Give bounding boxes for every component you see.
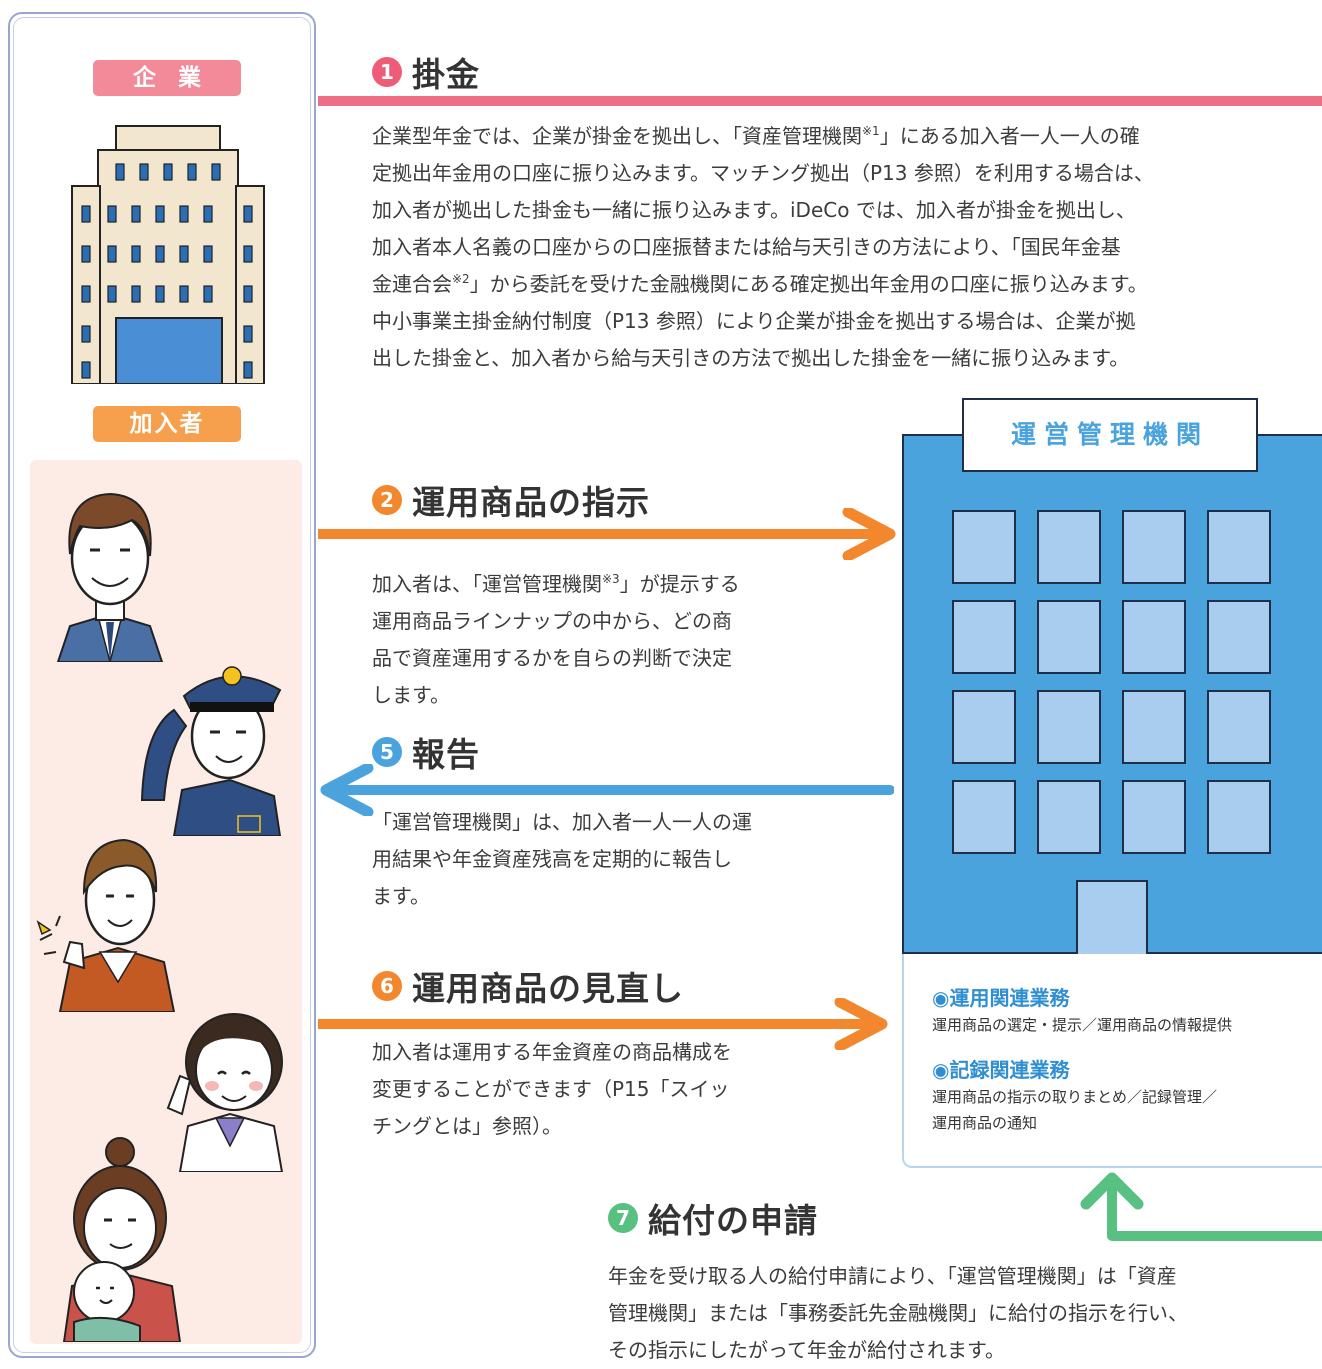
businessman-icon — [56, 492, 164, 662]
section-6-line: 加入者は運用する年金資産の商品構成を — [372, 1040, 732, 1064]
section-6-line: チングとは」参照）。 — [372, 1114, 562, 1138]
section-2-number-icon: 2 — [372, 485, 402, 515]
operation-tasks-card — [902, 954, 1322, 1168]
section-5-title-text: 報告 — [412, 735, 480, 774]
section-5-line: ます。 — [372, 884, 430, 908]
section-5-title: 5 報告 — [372, 728, 480, 776]
section-1-divider — [318, 96, 1322, 106]
building-window — [1207, 510, 1271, 584]
section-1-line: 加入者が拠出した掛金も一緒に振り込みます。iDeCo では、加入者が掛金を拠出し… — [372, 198, 1136, 222]
section-7-line: 年金を受け取る人の給付申請により、「運営管理機関」は「資産 — [608, 1264, 1177, 1288]
building-window — [1207, 600, 1271, 674]
building-window — [1037, 690, 1101, 764]
building-window — [952, 690, 1016, 764]
section-2-line: 運用商品ラインナップの中から、どの商 — [372, 609, 732, 633]
building-window — [952, 600, 1016, 674]
building-window — [1037, 780, 1101, 854]
section-7-line: その指示にしたがって年金が給付されます。 — [608, 1338, 1005, 1362]
arrow-right-orange-icon — [318, 998, 888, 1050]
section-1-line: 企業型年金では、企業が掛金を拠出し、「資産管理機関※1」にある加入者一人一人の確 — [372, 124, 1140, 148]
section-2-line: します。 — [372, 683, 450, 707]
section-7-number-icon: 7 — [608, 1203, 638, 1233]
section-1-body: 企業型年金では、企業が掛金を拠出し、「資産管理機関※1」にある加入者一人一人の確… — [372, 118, 1322, 377]
section-1-line: 出した掛金と、加入者から給与天引きの方法で拠出した掛金を一緒に振り込みます。 — [372, 346, 1130, 370]
company-building-icon — [71, 125, 265, 384]
building-window — [1037, 600, 1101, 674]
mother-with-baby-icon — [62, 1137, 182, 1342]
section-1-title-text: 掛金 — [412, 55, 480, 94]
members-area — [30, 460, 302, 1344]
doctor-icon — [166, 1013, 284, 1172]
member-badge: 加入者 — [93, 406, 241, 442]
building-window — [1122, 780, 1186, 854]
building-window — [1122, 690, 1186, 764]
section-1-line: 定拠出年金用の口座に振り込みます。マッチング拠出（P13 参照）を利用する場合は… — [372, 161, 1154, 185]
building-window — [1037, 510, 1101, 584]
young-man-icon — [36, 838, 176, 1012]
section-7-title-text: 給付の申請 — [648, 1201, 818, 1240]
section-5-line: 「運営管理機関」は、加入者一人一人の運 — [372, 810, 752, 834]
building-window — [952, 780, 1016, 854]
section-2-line: 品で資産運用するかを自らの判断で決定 — [372, 646, 732, 670]
left-panel: 企業 加入者 — [8, 12, 316, 1358]
section-1-number-icon: 1 — [372, 57, 402, 87]
section-5-body: 「運営管理機関」は、加入者一人一人の運 用結果や年金資産残高を定期的に報告し ま… — [372, 804, 842, 915]
arrow-left-blue-icon — [320, 764, 894, 816]
task-2-title: ◉記録関連業務 — [932, 1058, 1070, 1082]
section-6-title: 6 運用商品の見直し — [372, 962, 684, 1010]
building-door — [1076, 880, 1148, 956]
section-5-line: 用結果や年金資産残高を定期的に報告し — [372, 847, 732, 871]
section-6-title-text: 運用商品の見直し — [412, 969, 684, 1008]
section-2-body: 加入者は、「運営管理機関※3」が提示する 運用商品ラインナップの中から、どの商 … — [372, 566, 842, 714]
task-1-text: 運用商品の選定・提示／運用商品の情報提供 — [932, 1016, 1233, 1034]
arrow-up-green-icon — [1080, 1172, 1322, 1241]
section-2-title: 2 運用商品の指示 — [372, 476, 650, 524]
building-window — [1207, 690, 1271, 764]
section-6-number-icon: 6 — [372, 971, 402, 1001]
building-window — [1122, 600, 1186, 674]
section-1-line: 中小事業主掛金納付制度（P13 参照）により企業が掛金を拠出する場合は、企業が拠 — [372, 309, 1136, 333]
section-1-title: 1 掛金 — [372, 48, 480, 96]
section-5-number-icon: 5 — [372, 737, 402, 767]
company-badge: 企業 — [93, 60, 241, 96]
section-6-line: 変更することができます（P15「スイッ — [372, 1077, 730, 1101]
task-2-text: 運用商品の指示の取りまとめ／記録管理／ 運用商品の通知 — [932, 1088, 1218, 1132]
section-2-title-text: 運用商品の指示 — [412, 483, 650, 522]
section-7-body: 年金を受け取る人の給付申請により、「運営管理機関」は「資産 管理機関」または「事… — [608, 1258, 1322, 1369]
task-1-title: ◉運用関連業務 — [932, 986, 1070, 1010]
arrow-right-orange-icon — [318, 508, 896, 560]
building-window — [1207, 780, 1271, 854]
police-officer-icon — [140, 666, 282, 836]
operation-institution-sign: 運営管理機関 — [962, 398, 1258, 472]
building-window — [1122, 510, 1186, 584]
section-7-title: 7 給付の申請 — [608, 1194, 818, 1242]
building-window — [952, 510, 1016, 584]
section-1-line: 加入者本人名義の口座からの口座振替または給与天引きの方法により、「国民年金基 — [372, 235, 1121, 259]
section-2-line: 加入者は、「運営管理機関※3」が提示する — [372, 572, 740, 596]
section-6-body: 加入者は運用する年金資産の商品構成を 変更することができます（P15「スイッ チ… — [372, 1034, 842, 1145]
section-1-line: 金連合会※2」から委託を受けた金融機関にある確定拠出年金用の口座に振り込みます。 — [372, 272, 1148, 296]
section-7-line: 管理機関」または「事務委託先金融機関」に給付の指示を行い、 — [608, 1301, 1188, 1325]
